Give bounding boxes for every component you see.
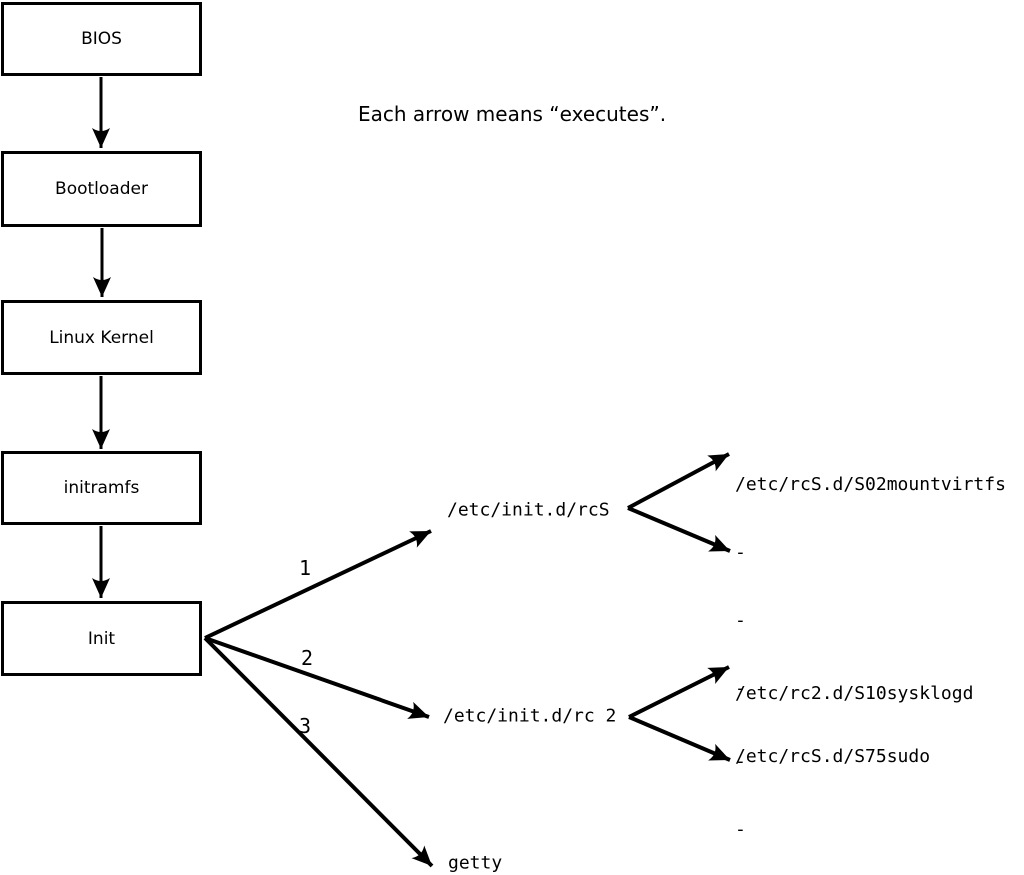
- label-getty: getty: [448, 852, 503, 874]
- fan-line: -: [735, 819, 746, 840]
- branch-number-2: 2: [300, 646, 314, 670]
- fan-line: -: [735, 610, 746, 631]
- node-init: Init: [1, 601, 202, 676]
- fan-line: -: [735, 751, 746, 772]
- fan-line: /etc/rcS.d/S02mountvirtfs: [735, 474, 1006, 495]
- node-linux-kernel: Linux Kernel: [1, 300, 202, 375]
- node-bios: BIOS: [1, 2, 202, 76]
- node-label: BIOS: [81, 29, 122, 49]
- fan-line: -: [735, 678, 746, 699]
- arrow-rc2-to-last-script: [628, 715, 731, 762]
- branch-number-3: 3: [298, 714, 312, 738]
- arrow-init-to-getty: [203, 636, 434, 868]
- arrow-rc2-to-first-script: [628, 665, 730, 719]
- arrow-init-to-rcs: [204, 529, 432, 640]
- fan-line: /etc/rc2.d/S10sysklogd: [735, 683, 974, 704]
- fan-rc2-scripts: /etc/rc2.d/S10sysklogd - - - /etc/rc2.d/…: [735, 639, 973, 875]
- node-label: Linux Kernel: [49, 327, 154, 348]
- node-label: Bootloader: [55, 179, 148, 199]
- node-label: Init: [87, 628, 116, 649]
- node-initramfs: initramfs: [1, 451, 202, 525]
- node-label: initramfs: [63, 478, 140, 498]
- label-rcs-script: /etc/init.d/rcS: [447, 499, 610, 521]
- arrow-rcs-to-first-script: [627, 452, 730, 510]
- fan-rcs-scripts: /etc/rcS.d/S02mountvirtfs - - - /etc/rcS…: [735, 430, 1006, 812]
- fan-line: -: [735, 542, 746, 563]
- fan-line: /etc/rcS.d/S75sudo: [735, 746, 931, 767]
- arrow-rcs-to-last-script: [627, 506, 731, 553]
- node-bootloader: Bootloader: [1, 151, 202, 227]
- arrow-init-to-rc2: [204, 636, 430, 719]
- branch-number-1: 1: [298, 556, 312, 580]
- label-rc2-script: /etc/init.d/rc 2: [443, 705, 617, 727]
- legend-note: Each arrow means “executes”.: [358, 102, 667, 126]
